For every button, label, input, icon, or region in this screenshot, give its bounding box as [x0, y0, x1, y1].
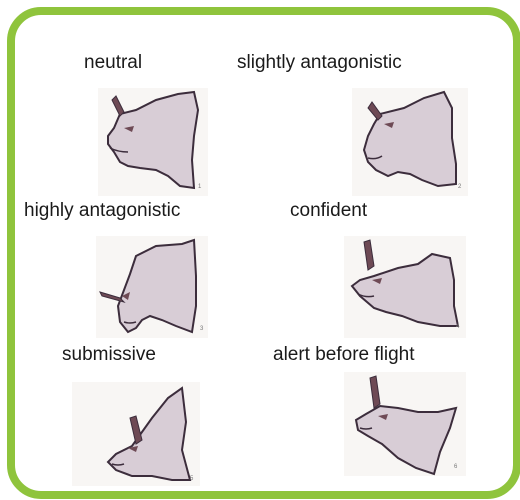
panel-number-5: 5 — [190, 476, 194, 482]
panel-number-3: 3 — [200, 326, 204, 332]
label-slightly-antagonistic: slightly antagonistic — [237, 52, 402, 73]
eye-slightly-antagonistic — [384, 122, 394, 128]
mouth-neutral — [109, 147, 129, 153]
illustration-alert-before-flight: 6 — [344, 372, 466, 476]
eye-neutral — [124, 126, 134, 132]
cow-head-alert-before-flight — [354, 404, 458, 476]
mouth-highly-antagonistic — [123, 321, 137, 324]
mouth-slightly-antagonistic — [367, 155, 383, 160]
illustration-confident: 4 — [344, 236, 466, 338]
panel-number-1: 1 — [198, 184, 202, 190]
mouth-confident — [357, 293, 375, 298]
illustration-highly-antagonistic: 3 — [96, 236, 208, 338]
horn-confident — [363, 239, 375, 271]
illustration-slightly-antagonistic: 2 — [352, 88, 468, 196]
mouth-alert-before-flight — [359, 427, 373, 430]
eye-highly-antagonistic — [122, 292, 130, 300]
panel-number-6: 6 — [454, 464, 458, 470]
eye-submissive — [128, 446, 138, 452]
horn-slightly-antagonistic — [367, 101, 383, 121]
horn-neutral — [111, 95, 125, 117]
panel-number-2: 2 — [458, 184, 462, 190]
panel-number-4: 4 — [456, 324, 460, 330]
label-submissive: submissive — [62, 344, 156, 365]
label-alert-before-flight: alert before flight — [273, 344, 415, 365]
cow-head-confident — [350, 252, 460, 327]
horn-submissive — [129, 415, 143, 445]
eye-alert-before-flight — [378, 414, 388, 420]
label-highly-antagonistic: highly antagonistic — [24, 200, 181, 221]
cow-head-submissive — [106, 386, 192, 481]
horn-alert-before-flight — [369, 375, 381, 409]
eye-confident — [372, 278, 382, 284]
label-confident: confident — [290, 200, 368, 221]
label-neutral: neutral — [84, 52, 143, 73]
cow-head-highly-antagonistic — [116, 238, 197, 334]
horn-highly-antagonistic — [99, 291, 126, 303]
cow-head-neutral — [107, 90, 200, 190]
cow-head-slightly-antagonistic — [362, 90, 457, 188]
mouth-submissive — [111, 463, 125, 466]
illustration-submissive: 5 — [72, 382, 200, 486]
illustration-neutral: 1 — [98, 88, 208, 196]
